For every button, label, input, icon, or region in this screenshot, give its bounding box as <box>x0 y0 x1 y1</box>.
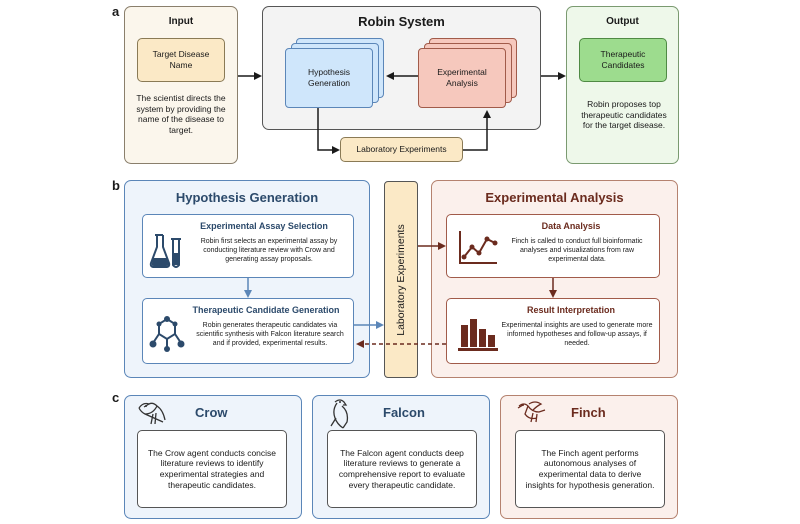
panel-a-letter: a <box>112 4 120 19</box>
finch-name: Finch <box>571 405 606 420</box>
hypothesis-generation-title: Hypothesis Generation <box>175 190 319 205</box>
falcon-description-box: The Falcon agent conducts deep literatur… <box>327 430 477 508</box>
result-interpretation-text: Experimental insights are used to genera… <box>501 322 653 348</box>
finch-description-box: The Finch agent performs autonomous anal… <box>515 430 665 508</box>
assay-selection-card: Experimental Assay Selection Robin first… <box>142 214 354 278</box>
output-description: Robin proposes top therapeutic candidate… <box>581 99 667 131</box>
target-disease-box: Target Disease Name <box>137 38 225 82</box>
hypothesis-generation-card: Hypothesis Generation <box>285 48 373 108</box>
therapeutic-candidates-label: Therapeutic Candidates <box>600 49 646 70</box>
experimental-analysis-title: Experimental Analysis <box>485 190 624 205</box>
assay-selection-title: Experimental Assay Selection <box>200 221 328 231</box>
input-description: The scientist directs the system by prov… <box>136 93 226 135</box>
experimental-analysis-card: Experimental Analysis <box>418 48 506 108</box>
laboratory-experiments-label: Laboratory Experiments <box>356 144 447 155</box>
candidate-generation-card: Therapeutic Candidate Generation Robin g… <box>142 298 354 364</box>
crow-description-box: The Crow agent conducts concise literatu… <box>137 430 287 508</box>
candidate-generation-text: Robin generates therapeutic candidates v… <box>196 322 344 348</box>
data-analysis-text: Finch is called to conduct full bioinfor… <box>511 238 643 264</box>
falcon-name: Falcon <box>383 405 425 420</box>
laboratory-experiments-box: Laboratory Experiments <box>340 137 463 162</box>
hypothesis-generation-label: Hypothesis Generation <box>307 67 351 88</box>
experimental-analysis-label: Experimental Analysis <box>437 67 487 88</box>
robin-system-title: Robin System <box>358 14 445 29</box>
finch-icon <box>515 400 547 431</box>
finch-description: The Finch agent performs autonomous anal… <box>525 447 655 490</box>
crow-icon <box>135 398 167 433</box>
crow-name: Crow <box>195 405 228 420</box>
panel-c-letter: c <box>112 390 120 405</box>
output-panel: Output Therapeutic Candidates Robin prop… <box>566 6 679 164</box>
flask-icon <box>149 231 185 274</box>
bar-chart-icon <box>457 315 499 358</box>
crow-description: The Crow agent conducts concise literatu… <box>147 447 277 490</box>
molecule-icon <box>147 313 187 360</box>
crow-panel: Crow The Crow agent conducts concise lit… <box>124 395 302 519</box>
laboratory-experiments-bar: Laboratory Experiments <box>384 181 418 378</box>
falcon-description: The Falcon agent conducts deep literatur… <box>338 447 466 490</box>
candidate-generation-title: Therapeutic Candidate Generation <box>192 305 340 315</box>
assay-selection-text: Robin first selects an experimental assa… <box>200 238 338 264</box>
target-disease-label: Target Disease Name <box>152 49 210 70</box>
therapeutic-candidates-box: Therapeutic Candidates <box>579 38 667 82</box>
panel-b-letter: b <box>112 178 120 193</box>
result-interpretation-card: Result Interpretation Experimental insig… <box>446 298 660 364</box>
falcon-icon <box>327 398 357 435</box>
data-analysis-card: Data Analysis Finch is called to conduct… <box>446 214 660 278</box>
line-chart-icon <box>457 229 499 272</box>
laboratory-experiments-vertical-label: Laboratory Experiments <box>395 223 407 336</box>
input-panel: Input Target Disease Name The scientist … <box>124 6 238 164</box>
falcon-panel: Falcon The Falcon agent conducts deep li… <box>312 395 490 519</box>
input-title: Input <box>168 16 194 27</box>
finch-panel: Finch The Finch agent performs autonomou… <box>500 395 678 519</box>
data-analysis-title: Data Analysis <box>541 221 601 231</box>
output-title: Output <box>606 16 639 27</box>
result-interpretation-title: Result Interpretation <box>526 305 615 315</box>
